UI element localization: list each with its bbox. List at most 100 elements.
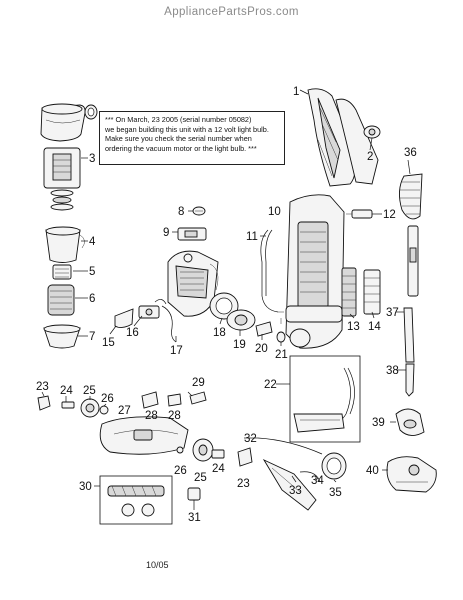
callout: 12	[383, 209, 396, 221]
wand-connector-12	[346, 209, 373, 219]
leader-lines	[41, 89, 411, 510]
callout: 4	[89, 236, 96, 248]
wheel-25-left	[80, 398, 100, 418]
callout: 25	[83, 385, 96, 397]
brushroll-30	[99, 475, 173, 525]
dusting-brush-39	[395, 408, 425, 436]
filter-bowl-7	[43, 324, 81, 349]
callout: 1	[293, 86, 299, 98]
vacuum-body	[285, 194, 345, 349]
callout: 20	[255, 343, 268, 355]
stretch-hose-36	[399, 173, 423, 220]
callout-labels: 1 2 3 4 5 6 7 8 9 10 11 12 13 14 15 16 1…	[36, 86, 417, 524]
callout: 39	[372, 417, 385, 429]
callout: 17	[170, 345, 183, 357]
callout: 16	[126, 327, 139, 339]
brush-33	[262, 458, 317, 511]
handle-grip-2	[363, 125, 381, 139]
turbo-tool-40	[386, 456, 437, 493]
note-line: we began building this unit with a 12 vo…	[105, 124, 269, 134]
callout: 11	[246, 231, 258, 243]
axle-24-left	[61, 401, 75, 409]
callout: 18	[213, 327, 226, 339]
callout: 26	[101, 393, 114, 405]
belt-34	[299, 471, 321, 483]
screw-8	[192, 206, 206, 216]
callout: 30	[79, 481, 92, 493]
base-27	[99, 416, 189, 455]
callout: 40	[366, 465, 379, 477]
wheel-25-center	[192, 438, 214, 462]
callout: 2	[367, 151, 373, 163]
note-line: ordering the vacuum motor or the light b…	[105, 143, 257, 153]
axle-24-center	[211, 449, 225, 459]
callout: 32	[244, 433, 257, 445]
latch-28b	[167, 393, 182, 407]
callout: 7	[89, 331, 95, 343]
note-line: Make sure you check the serial number wh…	[105, 134, 252, 144]
light-lens-15	[114, 308, 134, 329]
filter-14	[363, 269, 381, 315]
clip-20	[255, 321, 273, 337]
callout: 19	[233, 339, 246, 351]
part-23-left	[37, 395, 51, 411]
callout: 8	[178, 206, 184, 218]
callout: 9	[163, 227, 169, 239]
lamp-bracket-16	[138, 299, 167, 319]
latch-28a	[141, 391, 159, 409]
callout: 24	[60, 385, 73, 397]
ring-35	[321, 452, 347, 480]
callout: 5	[89, 266, 95, 278]
switch-9	[177, 227, 207, 241]
wire-harness-17	[161, 305, 177, 343]
callout: 31	[188, 512, 201, 524]
pleated-filter-6	[47, 284, 75, 316]
serial-number-note: *** On March, 23 2005 (serial number 050…	[99, 111, 285, 165]
callout: 28	[168, 410, 181, 422]
callout: 29	[192, 377, 205, 389]
callout: 15	[102, 337, 115, 349]
callout: 37	[386, 307, 399, 319]
callout: 23	[237, 478, 250, 490]
callout: 28	[145, 410, 158, 422]
filter-13	[341, 267, 357, 317]
callout: 27	[118, 405, 131, 417]
note-line: *** On March, 23 2005 (serial number 050…	[105, 115, 252, 124]
callout: 21	[275, 349, 288, 361]
callout: 6	[89, 293, 95, 305]
fan-19	[226, 309, 256, 331]
washer-26-center	[176, 446, 184, 454]
handle-1	[307, 88, 379, 187]
dirt-cup-lid	[40, 103, 86, 142]
hose-11	[260, 229, 279, 313]
washer-26-left	[99, 405, 109, 415]
callout: 14	[368, 321, 381, 333]
extension-wand-36	[407, 225, 419, 297]
callout: 13	[347, 321, 360, 333]
callout: 33	[289, 485, 302, 497]
callout: 26	[174, 465, 187, 477]
crevice-tool-38	[405, 363, 415, 397]
part-23-center	[237, 447, 253, 467]
hose-assembly-22	[289, 355, 361, 443]
filter-stack-3	[43, 147, 81, 211]
revision-date: 10/05	[146, 560, 169, 570]
callout: 3	[89, 153, 95, 165]
callout: 34	[311, 475, 324, 487]
callout: 35	[329, 487, 342, 499]
site-watermark: AppliancePartsPros.com	[164, 6, 299, 18]
pedal-29	[189, 391, 207, 405]
wand-37	[403, 307, 415, 363]
plug-31	[187, 487, 201, 501]
dirt-cup-4	[45, 226, 85, 263]
callout: 36	[404, 147, 417, 159]
callout: 22	[264, 379, 277, 391]
filter-screen-5	[52, 264, 72, 280]
callout: 23	[36, 381, 49, 393]
callout: 10	[268, 206, 281, 218]
bulb-21	[276, 311, 286, 343]
callout: 25	[194, 472, 207, 484]
cord-32	[257, 437, 323, 455]
callout: 24	[212, 463, 225, 475]
